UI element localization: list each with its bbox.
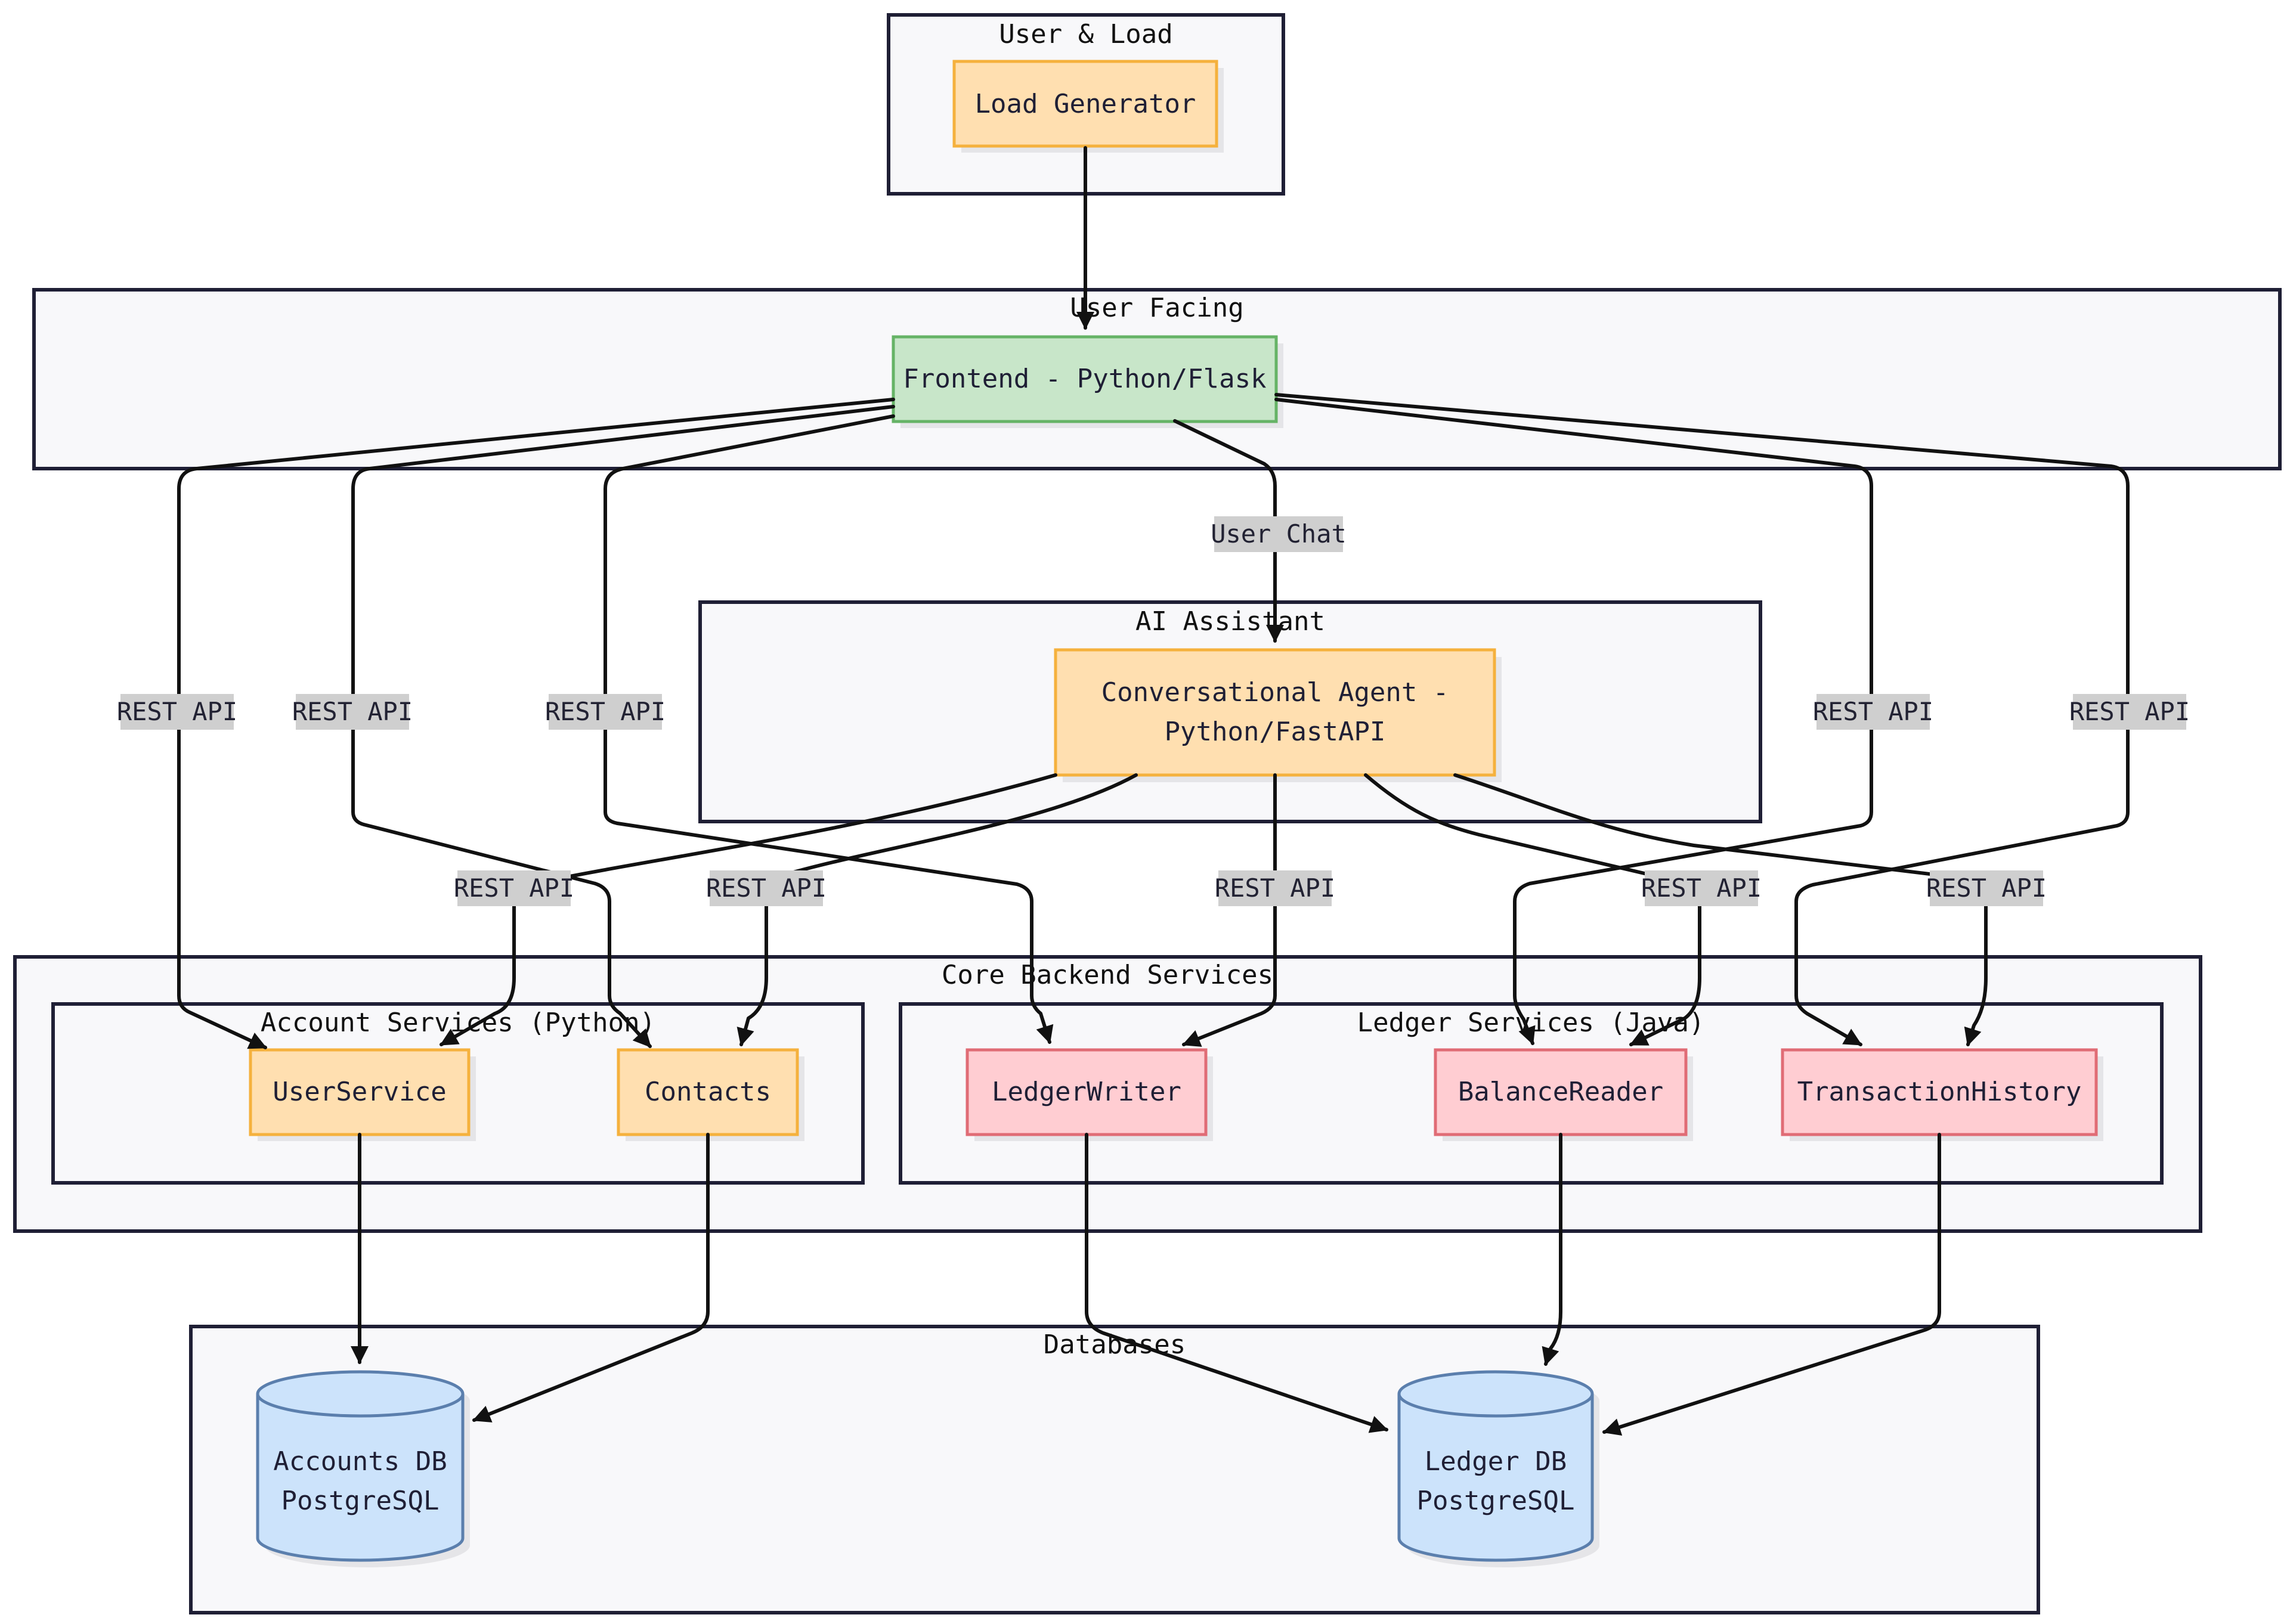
node-label-agent-line2: Python/FastAPI [1165,717,1386,747]
db-ledger: Ledger DB PostgreSQL [1397,1370,1599,1567]
node-contacts: Contacts [617,1048,804,1141]
edge-label-rest-api-8: REST API [1215,870,1335,906]
edge-agent-userservice [440,773,1057,1046]
edge-label-user-chat: User Chat [1211,516,1347,552]
edge-ledgerwriter-ledgerdb [1085,1133,1388,1433]
edge-label-text-rest-api: REST API [2069,697,2190,726]
edge-label-text-rest-api: REST API [1926,873,2047,903]
edge-frontend-agent [1173,419,1284,643]
node-label-ledgerwriter: LedgerWriter [992,1077,1181,1107]
edge-frontend-balancereader [1274,398,1873,1045]
edge-label-rest-api-4: REST API [1813,694,1933,730]
edge-label-rest-api-5: REST API [2069,694,2190,730]
edge-label-text-rest-api: REST API [454,873,574,903]
edge-label-text-rest-api: REST API [1813,697,1933,726]
edge-label-rest-api-6: REST API [454,870,574,906]
node-transactionhistory: TransactionHistory [1781,1048,2103,1141]
node-label-agent-line1: Conversational Agent - [1101,677,1449,708]
edge-labels: User Chat REST API REST API REST API RES… [117,516,2190,906]
edge-label-rest-api-10: REST API [1926,870,2047,906]
edge-frontend-userservice [177,398,895,1049]
edge-label-rest-api-9: REST API [1641,870,1762,906]
edge-label-text-rest-api: REST API [292,697,413,726]
edge-agent-ledgerwriter [1182,773,1277,1047]
edge-label-text-rest-api: REST API [117,697,237,726]
node-userservice: UserService [249,1048,476,1141]
group-title-user-facing: User Facing [1070,293,1243,323]
node-label-load-generator: Load Generator [975,89,1196,119]
edge-frontend-transactionhistory [1274,393,2130,1046]
edge-transactionhistory-ledgerdb [1602,1133,1941,1436]
edge-label-rest-api-3: REST API [545,694,666,730]
edge-label-rest-api-7: REST API [706,870,827,906]
node-label-userservice: UserService [273,1077,446,1107]
edge-label-text-rest-api: REST API [545,697,666,726]
node-label-contacts: Contacts [645,1077,771,1107]
db-accounts: Accounts DB PostgreSQL [256,1370,470,1567]
node-ledgerwriter: LedgerWriter [965,1048,1213,1141]
edge-label-text-rest-api: REST API [1215,873,1335,903]
edge-contacts-accountsdb [472,1133,710,1422]
edge-label-rest-api-1: REST API [117,694,237,730]
db-label-ledger-line1: Ledger DB [1425,1446,1567,1477]
db-label-accounts-line2: PostgreSQL [281,1486,440,1516]
node-frontend: Frontend - Python/Flask [892,335,1283,428]
node-label-transactionhistory: TransactionHistory [1797,1077,2082,1107]
node-label-balancereader: BalanceReader [1458,1077,1663,1107]
edge-frontend-ledgerwriter [604,414,1054,1044]
edge-frontend-contacts [351,405,895,1048]
edge-label-rest-api-2: REST API [292,694,413,730]
edge-label-text-user-chat: User Chat [1211,519,1347,548]
db-label-ledger-line2: PostgreSQL [1417,1486,1575,1516]
node-conversational-agent: Conversational Agent - Python/FastAPI [1054,648,1502,782]
edge-label-text-rest-api: REST API [1641,873,1762,903]
edge-balancereader-ledgerdb [1542,1133,1562,1366]
group-title-core-backend: Core Backend Services [942,960,1273,990]
edge-label-text-rest-api: REST API [706,873,827,903]
node-label-frontend: Frontend - Python/Flask [903,364,1266,394]
group-databases: Databases [189,1325,2040,1614]
node-balancereader: BalanceReader [1434,1048,1693,1141]
node-load-generator: Load Generator [952,60,1224,153]
edges [177,146,2130,1436]
db-label-accounts-line1: Accounts DB [273,1446,447,1477]
group-title-user-load: User & Load [999,19,1172,49]
group-title-ai-assistant: AI Assistant [1135,606,1325,637]
